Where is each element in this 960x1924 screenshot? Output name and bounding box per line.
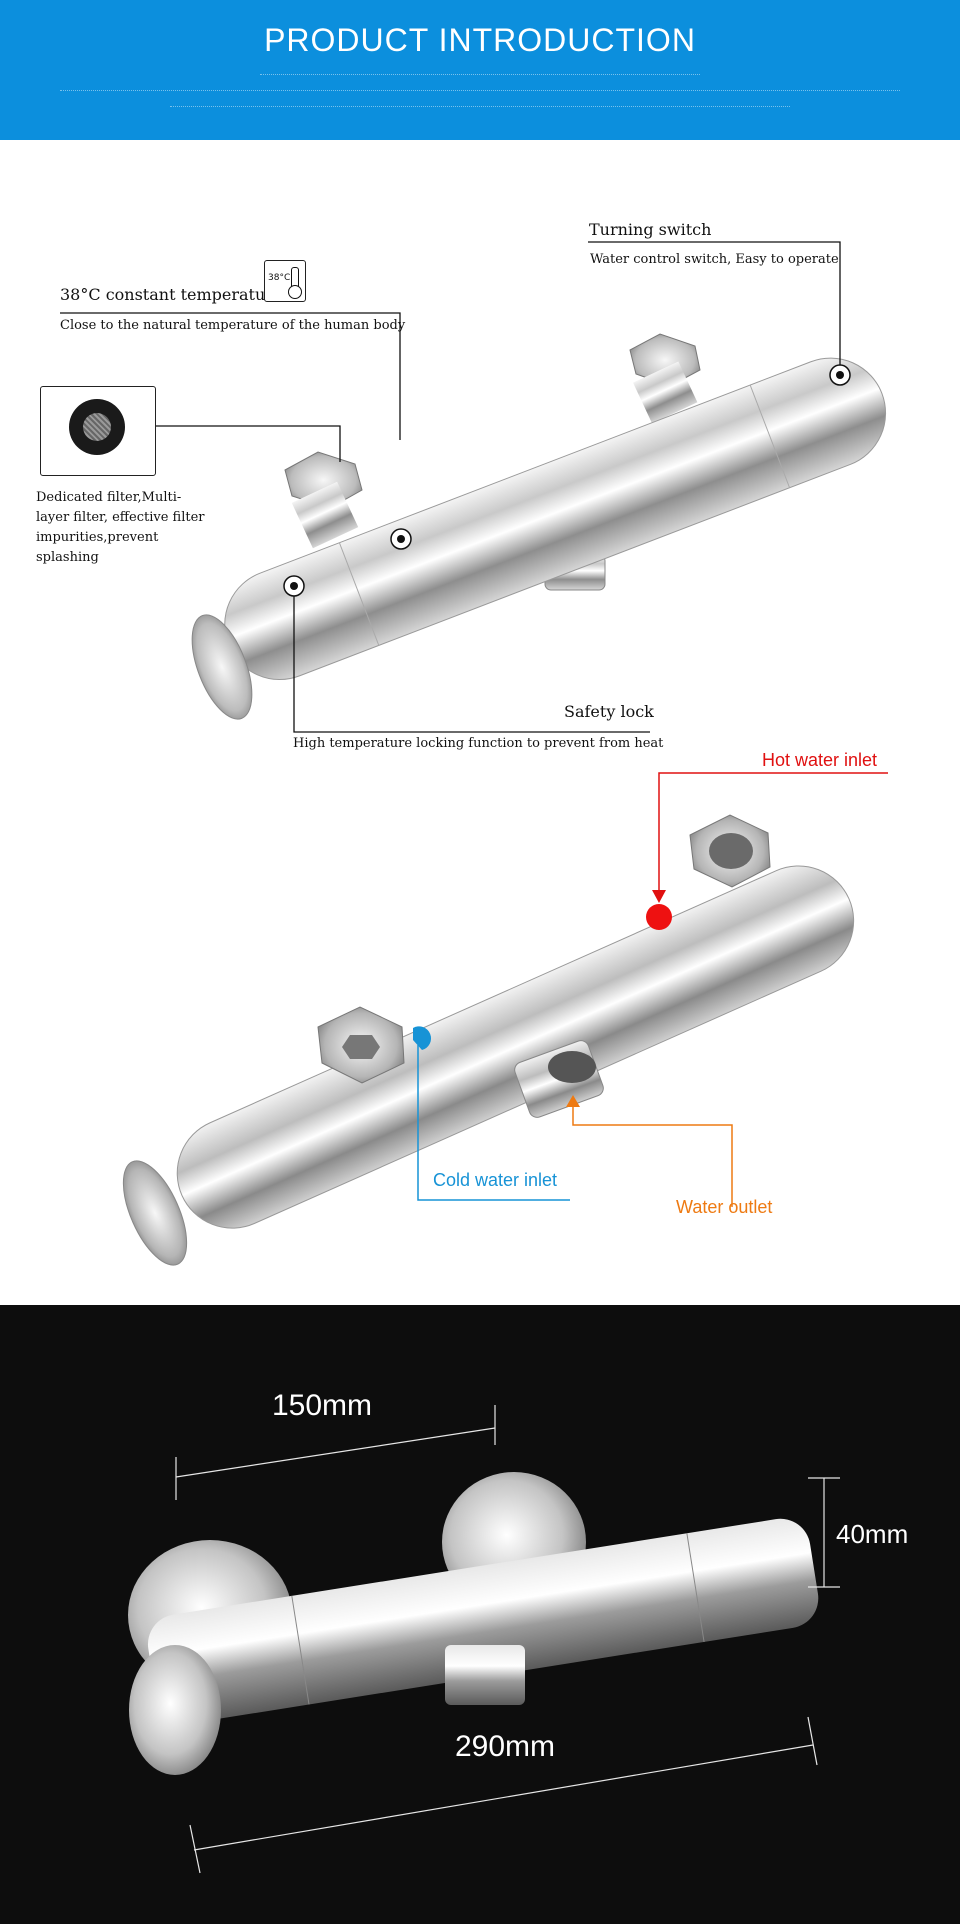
page-title: PRODUCT INTRODUCTION xyxy=(264,22,696,58)
temperature-icon-label: 38°C xyxy=(268,273,291,283)
cold-inlet-line xyxy=(417,1045,570,1201)
constant-temp-desc: Close to the natural temperature of the … xyxy=(60,318,406,333)
water-outlet-fitting xyxy=(514,1040,604,1118)
filter-icon xyxy=(40,386,156,476)
banner-decoration xyxy=(170,106,790,110)
outlet-fitting-dim xyxy=(445,1645,525,1705)
water-outlet-arrow-icon xyxy=(566,1095,580,1107)
water-outlet-line xyxy=(572,1097,733,1207)
cold-inlet-fitting xyxy=(317,1006,405,1084)
spacing-dimension: 150mm xyxy=(272,1389,373,1422)
hot-water-marker xyxy=(646,904,672,930)
hot-inlet-line xyxy=(658,772,888,900)
banner-decoration xyxy=(60,90,900,94)
constant-temp-title: 38°C constant temperature xyxy=(60,285,283,304)
thermometer-bulb xyxy=(288,285,302,299)
turning-switch-title: Turning switch xyxy=(589,220,712,239)
end-cap xyxy=(129,1645,221,1775)
safety-lock-title: Safety lock xyxy=(564,702,654,721)
turning-switch-desc: Water control switch, Easy to operate xyxy=(590,252,839,267)
valve-rear-illustration xyxy=(122,772,888,1266)
header-banner: PRODUCT INTRODUCTION xyxy=(0,0,960,140)
valve-body-dim xyxy=(147,1518,819,1724)
water-outlet-label: Water outlet xyxy=(676,1197,773,1217)
filter-mesh xyxy=(83,413,111,441)
dimension-lines xyxy=(175,1405,840,1874)
hot-inlet-arrow-icon xyxy=(652,890,666,903)
hot-inlet-fitting xyxy=(689,814,771,888)
features-section: Turning switch Water control switch, Eas… xyxy=(0,140,960,751)
valve-dimension-illustration xyxy=(128,1405,840,1874)
cold-water-inlet-label: Cold water inlet xyxy=(433,1170,558,1190)
dimensions-section: 150mm 40mm 290mm xyxy=(0,1305,960,1924)
safety-lock-desc: High temperature locking function to pre… xyxy=(293,736,664,751)
inlet-fitting-left xyxy=(284,451,363,549)
callout-dots xyxy=(283,364,851,597)
connections-section: Hot water inlet Cold water inlet Water o… xyxy=(0,745,960,1305)
banner-decoration xyxy=(260,74,700,78)
length-dimension: 290mm xyxy=(455,1730,556,1763)
thermometer-icon: 38°C xyxy=(264,260,306,302)
hot-water-inlet-label: Hot water inlet xyxy=(762,750,878,770)
filter-desc: Dedicated filter,Multi-layer filter, eff… xyxy=(36,490,205,565)
cold-water-marker xyxy=(413,1026,432,1050)
inlet-fitting-right xyxy=(629,333,701,424)
callout-lines xyxy=(60,241,841,733)
diameter-dimension: 40mm xyxy=(836,1519,909,1549)
valve-illustration xyxy=(60,241,887,733)
